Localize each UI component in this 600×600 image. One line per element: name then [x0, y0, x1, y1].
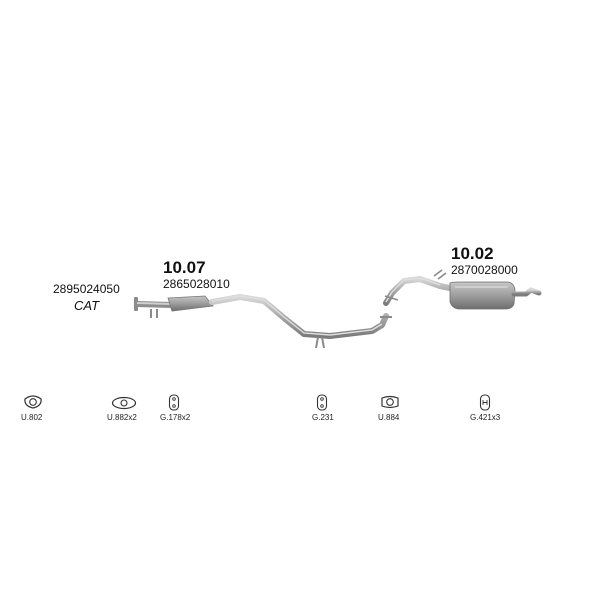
front-pipe-10-07 — [167, 294, 392, 349]
part-label-u802: U.802 — [21, 413, 43, 422]
front-pipe-number: 10.07 — [163, 258, 206, 277]
cat-pipe — [134, 297, 175, 318]
rear-muffler-code: 2870028000 — [451, 263, 518, 277]
part-label-u884: U.884 — [378, 413, 400, 422]
part-label-g231: G.231 — [312, 413, 334, 422]
cat-label: CAT — [74, 298, 100, 313]
rear-section-10-02 — [383, 269, 542, 310]
gasket-icon — [24, 395, 42, 409]
part-label-g178: G.178x2 — [160, 413, 191, 422]
rubber-hanger-icon — [479, 394, 491, 411]
gasket-icon — [381, 395, 399, 409]
cat-part-code: 2895024050 — [53, 282, 120, 296]
front-pipe-code: 2865028010 — [163, 277, 230, 291]
rubber-hanger-icon — [316, 394, 328, 411]
part-label-u882: U.882x2 — [107, 413, 137, 422]
rear-muffler-number: 10.02 — [451, 244, 494, 263]
part-label-g421: G.421x3 — [470, 413, 501, 422]
rubber-hanger-icon — [168, 394, 180, 411]
gasket-oval-icon — [111, 396, 137, 410]
